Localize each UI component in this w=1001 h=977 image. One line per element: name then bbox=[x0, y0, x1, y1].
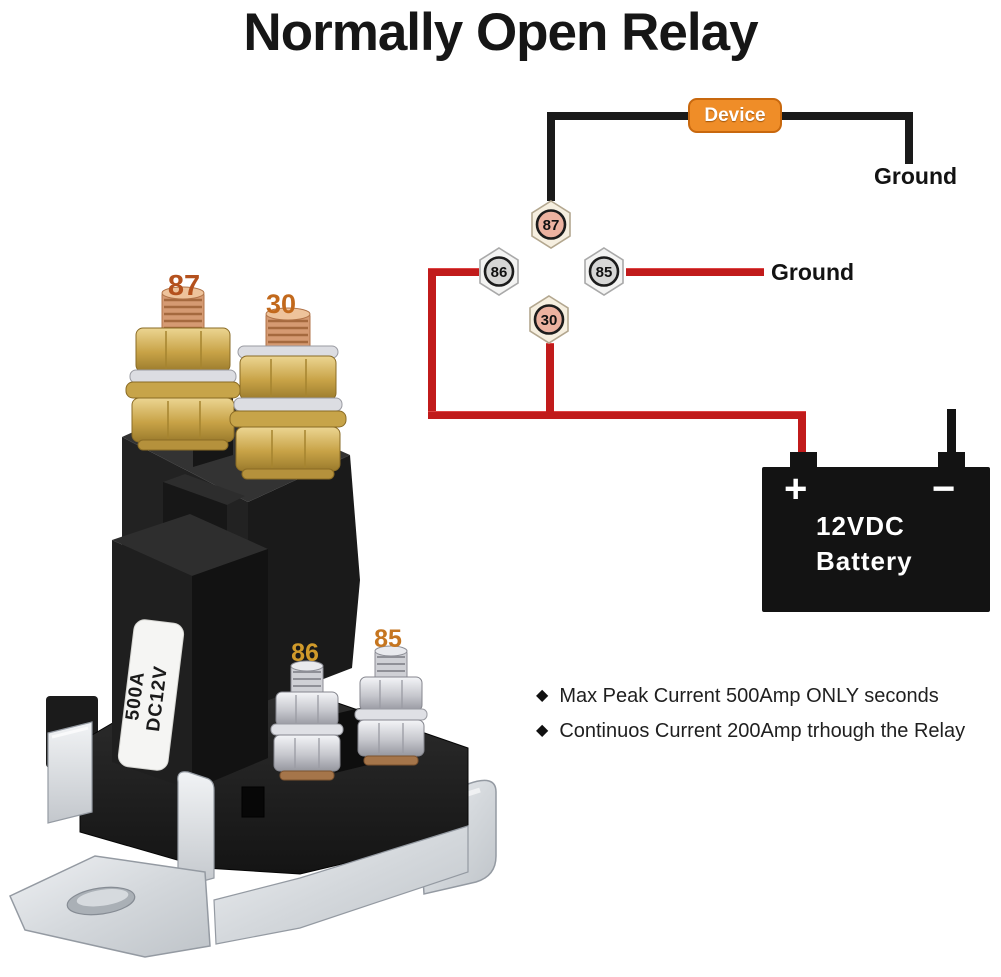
note-text: Max Peak Current 500Amp ONLY seconds bbox=[559, 685, 939, 707]
wire-ground-vertical bbox=[905, 112, 913, 164]
diamond-bullet-icon: ◆ bbox=[536, 722, 549, 739]
battery: + − 12VDC Battery bbox=[762, 409, 990, 612]
terminal-hex-30-label: 30 bbox=[541, 312, 558, 329]
relay-product-photo: 500A DC12V bbox=[9, 270, 497, 958]
relay-terminal-86 bbox=[270, 660, 344, 781]
ground-label-mid: Ground bbox=[771, 259, 855, 285]
terminal-hex-30: 30 bbox=[527, 294, 571, 344]
battery-plus-sign: + bbox=[784, 467, 808, 511]
wire-87-vertical bbox=[547, 112, 555, 201]
terminal-hex-86-label: 86 bbox=[491, 264, 508, 281]
terminal-hex-85: 85 bbox=[582, 246, 626, 296]
relay-terminal-85 bbox=[354, 645, 428, 766]
wire-battery-vertical bbox=[798, 411, 806, 453]
battery-label-line1: 12VDC bbox=[816, 511, 905, 541]
note-text: Continuos Current 200Amp trhough the Rel… bbox=[559, 720, 966, 742]
battery-label-line2: Battery bbox=[816, 546, 913, 576]
wire-85-ground-horizontal bbox=[626, 268, 764, 276]
wire-bottom-horizontal bbox=[428, 411, 806, 419]
notes-list: ◆ Max Peak Current 500Amp ONLY seconds ◆… bbox=[536, 684, 965, 754]
relay-terminal-30-label: 30 bbox=[266, 289, 296, 319]
relay-terminal-87 bbox=[125, 286, 241, 451]
battery-positive-terminal bbox=[790, 452, 817, 468]
relay-terminal-30 bbox=[229, 307, 347, 480]
battery-label: 12VDC Battery bbox=[816, 509, 913, 579]
wire-86-horizontal bbox=[428, 268, 479, 276]
device-box: Device bbox=[688, 98, 782, 133]
terminal-hex-85-label: 85 bbox=[596, 264, 613, 281]
relay-terminal-87-label: 87 bbox=[168, 270, 200, 302]
terminal-hex-87: 87 bbox=[529, 199, 573, 249]
relay-rating-label bbox=[117, 619, 185, 771]
relay-terminal-85-label: 85 bbox=[374, 625, 402, 653]
battery-minus-sign: − bbox=[932, 467, 956, 511]
terminal-hex-86: 86 bbox=[477, 246, 521, 296]
battery-negative-terminal bbox=[938, 452, 965, 468]
battery-negative-stub bbox=[947, 409, 956, 453]
relay-terminal-86-label: 86 bbox=[291, 639, 319, 667]
bracket-slot-hole bbox=[66, 886, 136, 916]
mounting-bracket bbox=[9, 721, 469, 958]
terminal-hex-87-label: 87 bbox=[543, 217, 560, 234]
wire-30-vertical bbox=[546, 343, 554, 419]
device-label: Device bbox=[704, 104, 766, 126]
page-title: Normally Open Relay bbox=[243, 3, 758, 62]
diamond-bullet-icon: ◆ bbox=[536, 687, 549, 704]
note-item: ◆ Continuos Current 200Amp trhough the R… bbox=[536, 719, 965, 743]
note-item: ◆ Max Peak Current 500Amp ONLY seconds bbox=[536, 684, 965, 708]
ground-label-top: Ground bbox=[874, 163, 958, 189]
wire-86-vertical bbox=[428, 268, 436, 419]
